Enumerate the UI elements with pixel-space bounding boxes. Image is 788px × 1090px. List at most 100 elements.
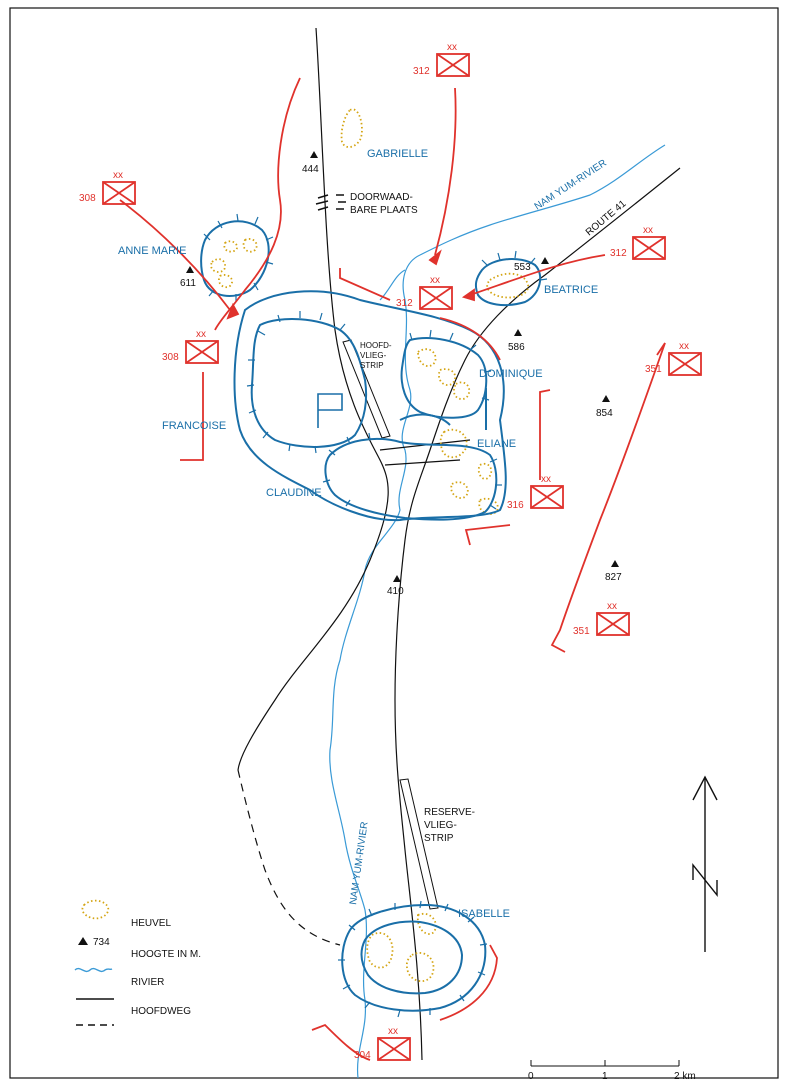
- legend-height-icon: [78, 937, 88, 945]
- nam-yum-river: [329, 144, 666, 1079]
- outline-isabelle: [341, 903, 487, 1012]
- hill-am1: [223, 240, 238, 253]
- div-351-south-xx: xx: [607, 601, 617, 612]
- div-304-label: 304: [354, 1050, 371, 1061]
- legend: HEUVEL 734 HOOGTE IN M. RIVIER HOOFDWEG: [74, 899, 201, 1026]
- french-positions: [200, 220, 542, 1012]
- height-triangle-611: [186, 266, 194, 273]
- hill-eliane3: [450, 481, 469, 499]
- label-eliane: ELIANE: [477, 438, 516, 450]
- label-francoise: FRANCOISE: [162, 420, 226, 432]
- scale-tick-0: 0: [528, 1071, 534, 1082]
- label-claudine: CLAUDINE: [266, 487, 322, 499]
- hill-dom2: [438, 368, 457, 386]
- outline-isabelle-inner: [360, 920, 464, 995]
- line-east: [550, 342, 666, 653]
- div-351-south-box: [596, 612, 630, 636]
- attack-arrows: [119, 87, 606, 320]
- hills: [210, 108, 529, 982]
- div-312-east-box: [632, 236, 666, 260]
- reserve-airstrip-label-3: STRIP: [424, 833, 454, 844]
- div-351-north-label: 351: [645, 364, 662, 375]
- arrow-312-north: [434, 87, 457, 256]
- div-308-west-box: [102, 181, 136, 205]
- track: [237, 769, 341, 946]
- scale-tick-1: 1: [602, 1071, 608, 1082]
- legend-road-label: HOOFDWEG: [131, 1006, 191, 1017]
- main-airstrip-label-1: HOOFD-: [360, 341, 392, 350]
- route-41-label: ROUTE 41: [584, 198, 629, 238]
- div-312-north-box: [436, 53, 470, 77]
- main-airstrip-label-3: STRIP: [360, 361, 384, 370]
- hill-am2: [242, 238, 258, 253]
- hill-isabelle3: [405, 952, 435, 982]
- div-312-north-xx: xx: [447, 42, 457, 53]
- hatch-ticks: [203, 213, 548, 1018]
- div-312-center-label: 312: [396, 298, 413, 309]
- div-316-box: [530, 485, 564, 509]
- hill-eliane1: [439, 428, 468, 459]
- river-label-north: NAM YUM-RIVIER: [533, 158, 609, 213]
- roads: [237, 27, 681, 1061]
- hill-dom3: [453, 381, 471, 400]
- hill-am3: [210, 258, 226, 273]
- div-312-center-xx: xx: [430, 275, 440, 286]
- main-airstrip-shape: [342, 339, 391, 439]
- legend-hill-label: HEUVEL: [131, 918, 171, 929]
- height-triangle-553: [541, 257, 549, 264]
- cross-road-2: [384, 459, 461, 466]
- div-316-label: 316: [507, 500, 524, 511]
- hill-dom1: [417, 348, 437, 367]
- height-triangle-586: [514, 329, 522, 336]
- label-anne-marie: ANNE MARIE: [118, 245, 186, 257]
- arrow-312-east: [469, 254, 606, 296]
- reserve-airstrip-label-2: VLIEG-: [424, 820, 457, 831]
- div-351-north-xx: xx: [679, 341, 689, 352]
- line-ne: [439, 317, 501, 361]
- legend-river-label: RIVIER: [131, 977, 164, 988]
- div-308-center-box: [185, 340, 219, 364]
- legend-river-icon: [74, 967, 113, 973]
- outline-beatrice: [474, 258, 542, 307]
- div-351-south-label: 351: [573, 626, 590, 637]
- bracket-se2: [439, 944, 498, 1021]
- height-553: 553: [514, 262, 531, 273]
- outline-main-camp: [233, 290, 507, 522]
- height-410: 410: [387, 586, 404, 597]
- label-isabelle: ISABELLE: [458, 908, 510, 920]
- div-312-east-label: 312: [610, 248, 627, 259]
- legend-hill-icon: [81, 899, 110, 920]
- height-markers: [186, 151, 619, 582]
- label-beatrice: BEATRICE: [544, 284, 598, 296]
- height-triangle-410: [393, 575, 401, 582]
- reserve-airstrip-shape: [399, 778, 439, 910]
- river-label-south: NAM YUM-RIVIER: [348, 821, 371, 905]
- main-road-north-south: [237, 27, 389, 771]
- ford-marks: [315, 194, 346, 211]
- outline-eliane-south: [324, 437, 498, 521]
- div-308-center-xx: xx: [196, 329, 206, 340]
- outline-anne-marie: [200, 220, 270, 297]
- div-312-north-label: 312: [413, 66, 430, 77]
- div-351-north-box: [668, 352, 702, 376]
- ford-label-1: DOORWAAD-: [350, 192, 413, 203]
- height-444: 444: [302, 164, 319, 175]
- height-triangle-444: [310, 151, 318, 158]
- river-branch: [379, 269, 406, 301]
- arrow-308-west: [119, 199, 231, 311]
- label-gabrielle: GABRIELLE: [367, 148, 428, 160]
- bracket-w: [180, 372, 204, 461]
- div-308-center-label: 308: [162, 352, 179, 363]
- div-312-center-box: [419, 286, 453, 310]
- hill-isabelle1: [366, 932, 394, 969]
- bracket-n: [339, 268, 391, 301]
- ford-label-2: BARE PLAATS: [350, 205, 418, 216]
- bracket-e: [539, 389, 551, 480]
- bracket-sw: [311, 1023, 371, 1061]
- outline-inner-west: [250, 317, 368, 448]
- reserve-airstrip-label-1: RESERVE-: [424, 807, 475, 818]
- legend-height-label: HOOGTE IN M.: [131, 949, 201, 960]
- height-854: 854: [596, 408, 613, 419]
